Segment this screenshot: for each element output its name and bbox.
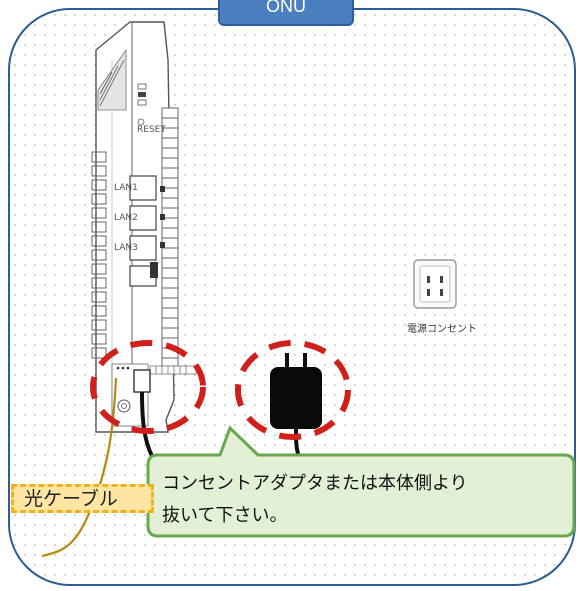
lan3-label: LAN3 bbox=[114, 243, 138, 253]
bottom-vents bbox=[149, 365, 197, 375]
power-cord-adapter bbox=[294, 427, 300, 455]
dash-circle-adapter bbox=[235, 340, 351, 440]
callout-text: コンセントアダプタまたは本体側より 抜いて下さい。 bbox=[162, 468, 562, 532]
right-vents bbox=[161, 107, 179, 367]
fiber-cable-label: 光ケーブル bbox=[11, 484, 154, 513]
lan-ports bbox=[129, 175, 157, 287]
title-tab: ONU bbox=[218, 0, 354, 26]
callout-bubble bbox=[146, 425, 576, 538]
callout-line-1: コンセントアダプタまたは本体側より bbox=[162, 473, 468, 494]
onu-device: RESET LAN1 LAN2 LAN3 bbox=[91, 21, 197, 433]
lan1-label: LAN1 bbox=[114, 183, 138, 193]
callout-line-2: 抜いて下さい。 bbox=[162, 505, 288, 526]
dash-circle-device bbox=[90, 340, 206, 434]
left-vents bbox=[91, 151, 107, 359]
outlet-label: 電源コンセント bbox=[407, 324, 477, 335]
power-jack bbox=[133, 369, 151, 393]
lan2-label: LAN2 bbox=[114, 213, 138, 223]
reset-label: RESET bbox=[137, 125, 166, 135]
ac-adapter bbox=[270, 353, 322, 429]
power-outlet bbox=[413, 259, 457, 309]
